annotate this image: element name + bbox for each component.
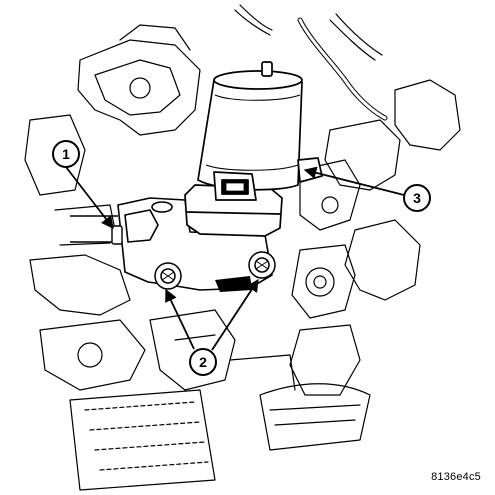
leader-line-2a: [165, 288, 195, 350]
callout-leaders: [65, 166, 405, 351]
valve-mount-base: [117, 197, 273, 292]
mounting-bolt-left: [154, 262, 182, 290]
callout-1-label: 1: [62, 146, 70, 162]
figure-id: 8136e4c5: [431, 471, 481, 483]
egr-valve: [184, 61, 323, 237]
callout-2-label: 2: [199, 354, 207, 370]
callout-2: 2: [189, 348, 217, 376]
valve-shaft: [70, 215, 118, 243]
engine-background-lineart: [24, 4, 461, 491]
mounting-bolt-right: [248, 251, 276, 279]
stud-nut: [111, 225, 123, 245]
callout-1: 1: [52, 140, 80, 168]
leader-line-1: [65, 166, 114, 229]
leader-line-3: [303, 166, 405, 196]
leader-line-2b: [211, 278, 259, 351]
callout-3: 3: [403, 184, 431, 212]
callout-3-label: 3: [413, 190, 421, 206]
